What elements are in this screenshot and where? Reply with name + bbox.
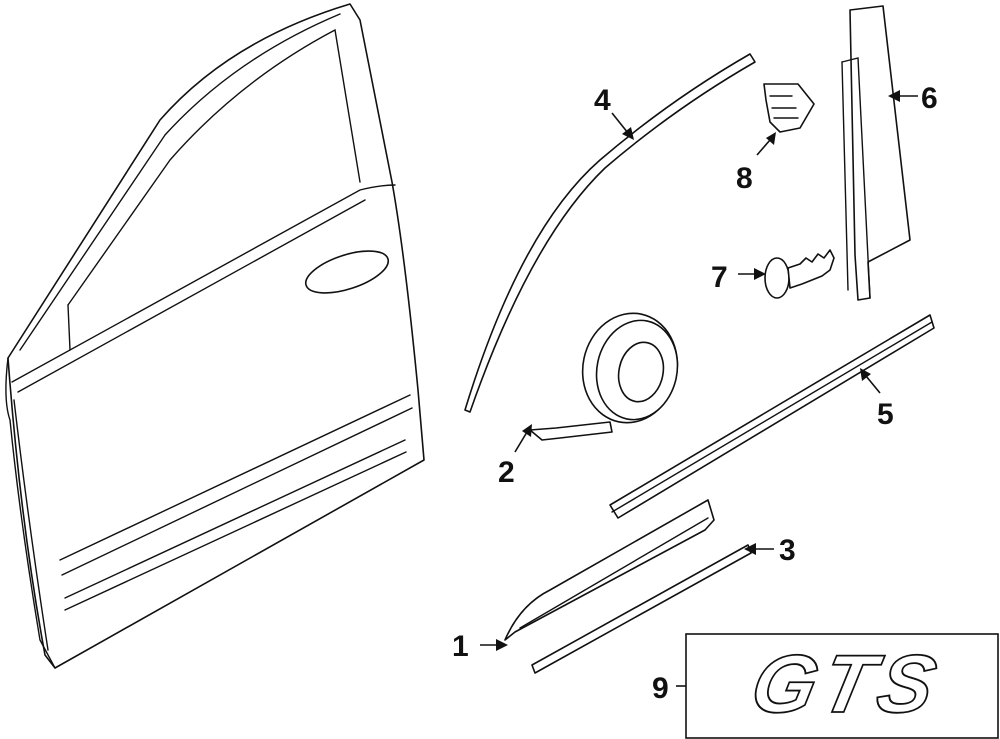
- lower-trim-strip: [531, 544, 752, 674]
- gts-badge-text: GTS: [744, 638, 950, 730]
- callout-3: 3: [779, 534, 796, 567]
- callout-1: 1: [452, 630, 469, 663]
- pillar-applique: [841, 5, 911, 301]
- screw: [764, 249, 835, 299]
- belt-molding: [609, 314, 935, 519]
- callout-4: 4: [594, 84, 611, 117]
- adhesive-tape-roll: [529, 312, 679, 441]
- front-door-shell: [5, 3, 425, 669]
- callout-5: 5: [877, 398, 894, 431]
- gts-badge: GTS: [685, 633, 999, 739]
- callout-6: 6: [921, 82, 938, 115]
- side-trim-strip: [504, 499, 715, 641]
- upper-window-molding: [464, 53, 756, 413]
- callout-9: 9: [652, 672, 669, 705]
- callout-7: 7: [711, 261, 728, 294]
- callout-2: 2: [498, 456, 515, 489]
- callout-labels: 1 2 3 4 5 6 7 8 9: [452, 82, 938, 705]
- leader-lines: [480, 90, 918, 687]
- retainer-clip: [763, 83, 815, 133]
- callout-8: 8: [736, 162, 753, 195]
